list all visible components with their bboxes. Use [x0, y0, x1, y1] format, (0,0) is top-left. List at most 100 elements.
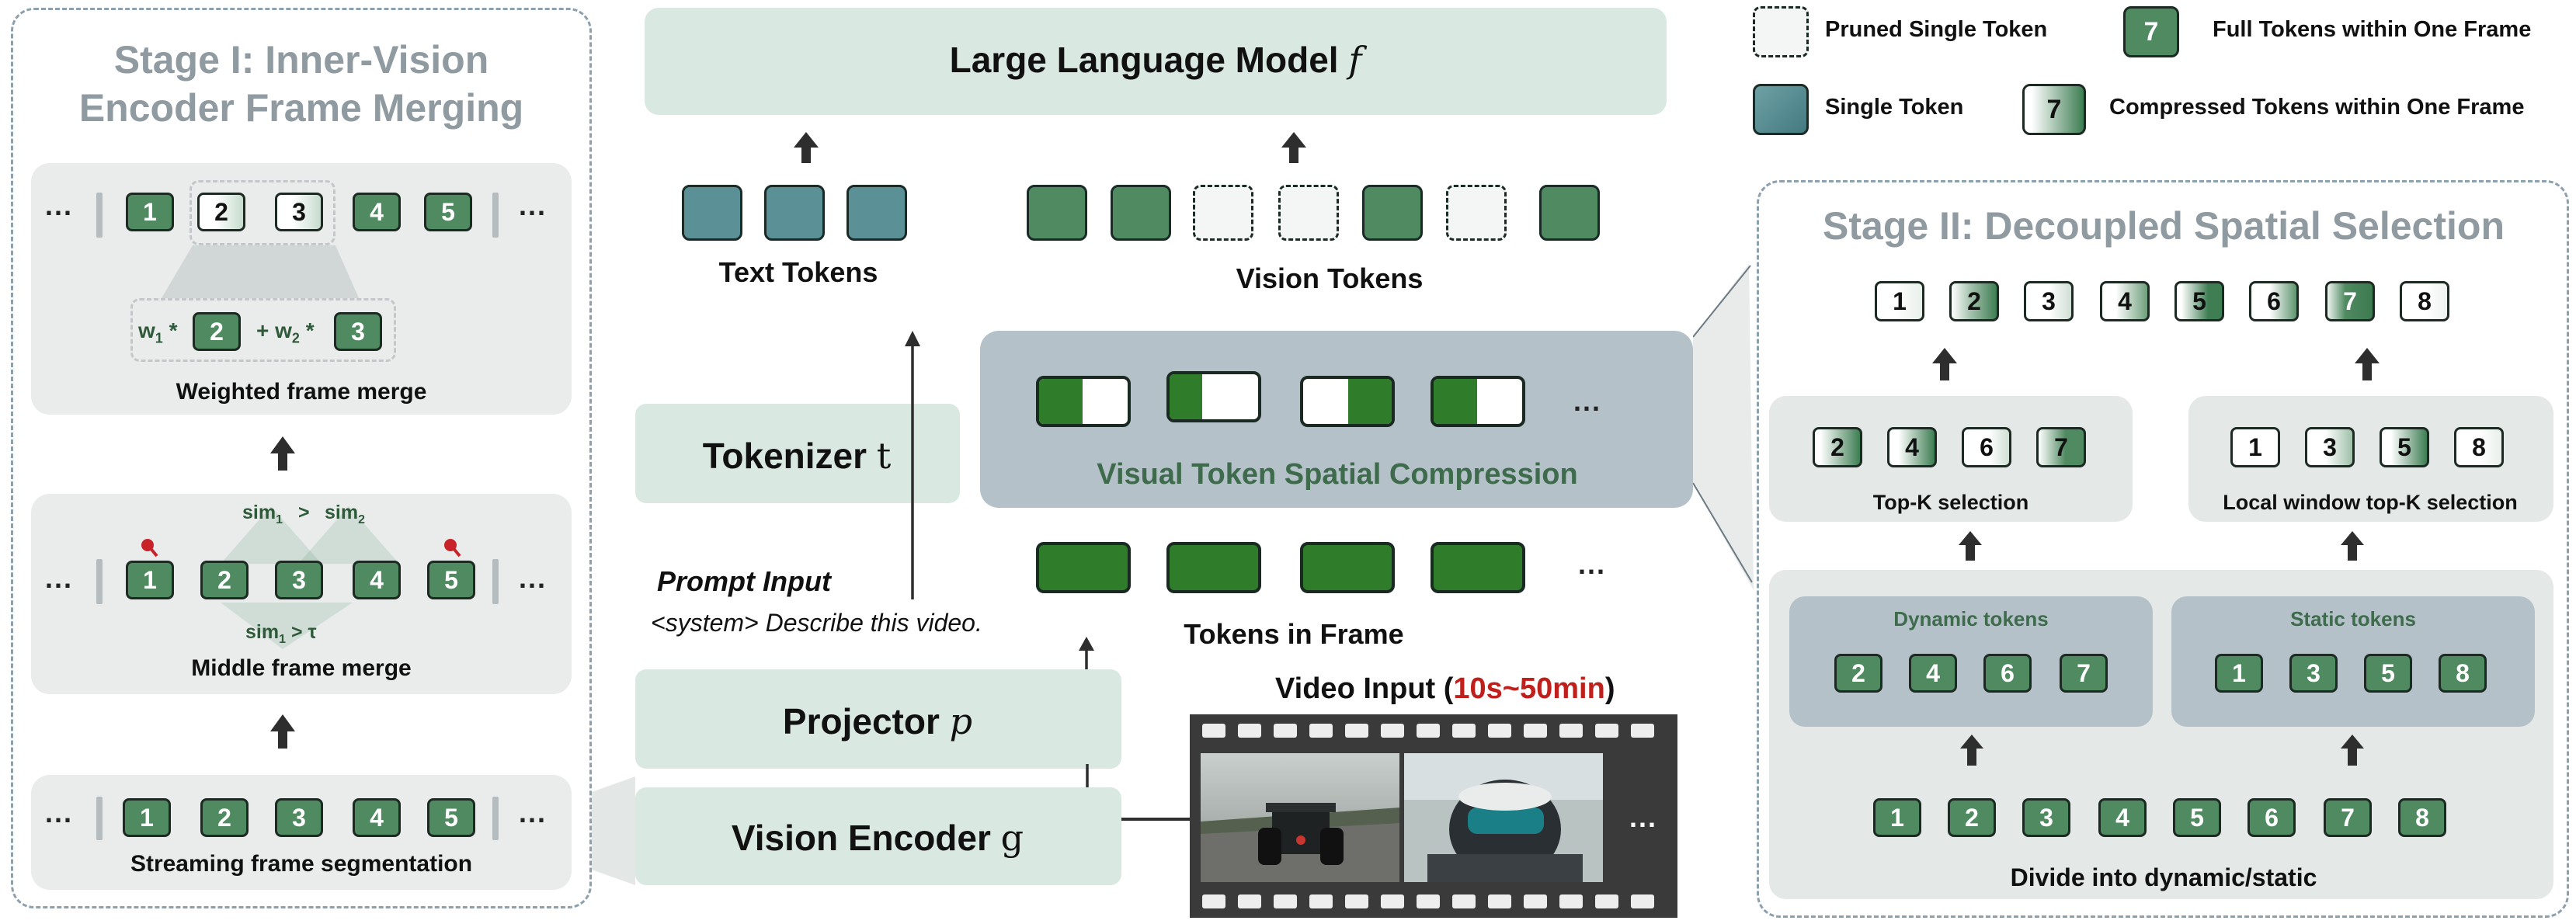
video-filmstrip: ...: [1190, 714, 1677, 918]
sim-tau-threshold: > τ: [290, 621, 317, 643]
connector-line: [1086, 764, 1089, 787]
sim-tau-label: sim1 > τ: [245, 621, 317, 647]
arrow-up-icon: [2341, 531, 2364, 561]
arrow-up-icon: [1079, 637, 1094, 671]
sim1-label: sim1: [242, 502, 283, 527]
frame-token-4: 4: [353, 193, 401, 231]
dynamic-token: 4: [1909, 654, 1957, 693]
llm-box: [645, 8, 1667, 115]
frame-token: 7: [2324, 798, 2372, 837]
prompt-arrow: [905, 331, 920, 599]
arrow-up-icon: [1932, 348, 1957, 380]
projector-title: Projector p: [783, 700, 972, 742]
frame-token: [1036, 542, 1131, 593]
arrow-up-icon: [270, 714, 295, 749]
similarity-bands: [221, 506, 399, 649]
text-token: [764, 185, 825, 241]
sim1-subscript: 1: [276, 513, 283, 526]
frame-token-1: 1: [126, 193, 174, 231]
video-input-text: Video Input (: [1275, 672, 1454, 705]
dynamic-label: Dynamic tokens: [1893, 607, 2049, 630]
w1-subscript: 1: [155, 330, 163, 346]
stage1-title-line1: Stage I: Inner-Vision: [113, 38, 489, 82]
projector-symbol: p: [949, 700, 973, 742]
selected-token: 5: [2174, 281, 2224, 321]
legend-pruned-icon: [1753, 6, 1809, 57]
projector-label: Projector: [782, 701, 940, 742]
times-symbol: *: [305, 318, 315, 342]
connector-line: [1121, 818, 1191, 821]
vision-token: [1111, 185, 1171, 241]
arrow-up-icon: [1281, 132, 1306, 163]
stage1-panel: [11, 8, 592, 908]
w2-symbol: w: [275, 318, 292, 342]
stage2-title: Stage II: Decoupled Spatial Selection: [1823, 204, 2505, 248]
compressed-frame-token: [1166, 371, 1261, 422]
stage2-panel: [1757, 180, 2569, 918]
divide-caption: Divide into dynamic/static: [2010, 863, 2317, 891]
legend-full-icon: 7: [2123, 6, 2179, 57]
static-token: 3: [2289, 654, 2338, 693]
tokenizer-title: Tokenizer t: [703, 435, 892, 477]
weight-w2: + w2 *: [256, 318, 315, 347]
tokenizer-symbol: t: [876, 435, 892, 477]
tokenizer-label: Tokenizer: [702, 436, 867, 476]
topk-token: 4: [1887, 427, 1937, 467]
video-frame-racecar: [1201, 753, 1399, 882]
dynamic-token: 2: [1834, 654, 1882, 693]
weighted-merge-caption: Weighted frame merge: [176, 379, 427, 405]
local-token: 8: [2454, 427, 2504, 467]
pruned-vision-token: [1446, 185, 1507, 241]
vision-token: [1539, 185, 1600, 241]
vision-token: [1027, 185, 1087, 241]
sim1-text: sim: [242, 502, 276, 523]
video-input-close: ): [1604, 672, 1615, 705]
selected-token: 3: [2024, 281, 2074, 321]
frame-token-5: 5: [424, 193, 472, 231]
llm-title: Large Language Model f: [950, 39, 1362, 81]
middle-token-5: 5: [427, 561, 475, 599]
arrow-up-icon: [2341, 735, 2364, 766]
ellipsis-right: ...: [519, 797, 548, 828]
compressed-frame-token: [1431, 376, 1525, 427]
compressed-frame-token: [1300, 376, 1395, 427]
vision-encoder-symbol: g: [1000, 817, 1024, 859]
vision-encoder-label: Vision Encoder: [731, 818, 991, 858]
topk-token: 7: [2036, 427, 2086, 467]
frame-token: 5: [2173, 798, 2221, 837]
ellipsis-right: ...: [519, 562, 548, 594]
arrow-up-icon: [270, 436, 295, 471]
frame-divider: [492, 559, 499, 604]
arrow-up-icon: [1959, 531, 1982, 561]
topk-token: 2: [1813, 427, 1862, 467]
frame-token: 1: [1873, 798, 1921, 837]
ellipsis: ...: [1573, 385, 1602, 417]
topk-token: 6: [1962, 427, 2011, 467]
video-duration: 10s~50min: [1453, 672, 1605, 705]
frame-divider: [96, 797, 103, 840]
legend-pruned-label: Pruned Single Token: [1825, 17, 2048, 42]
ellipsis-left: ...: [45, 189, 74, 221]
frame-divider: [96, 193, 103, 238]
ellipsis-right: ...: [519, 189, 548, 221]
legend-single-icon: [1753, 84, 1809, 135]
legend-single-label: Single Token: [1825, 95, 1964, 120]
arrow-up-icon: [2355, 348, 2380, 380]
w1-symbol: w: [138, 318, 155, 342]
vtsc-label: Visual Token Spatial Compression: [1097, 458, 1578, 491]
stage1-title: Stage I: Inner-Vision Encoder Frame Merg…: [11, 36, 592, 132]
sim-tau-text: sim: [245, 621, 280, 643]
video-frame-driver: [1404, 753, 1603, 882]
vision-token: [1362, 185, 1423, 241]
plus-symbol: +: [256, 318, 269, 342]
selected-token: 4: [2100, 281, 2150, 321]
prompt-title: Prompt Input: [657, 565, 831, 597]
pin-icon: [141, 539, 158, 558]
gt-label: >: [298, 502, 310, 523]
tokens-in-frame-label: Tokens in Frame: [1184, 618, 1404, 650]
vision-encoder-box: [635, 787, 1121, 885]
stream-token-2: 2: [200, 798, 249, 837]
stream-token-4: 4: [353, 798, 401, 837]
topk-caption: Top-K selection: [1872, 491, 2029, 514]
